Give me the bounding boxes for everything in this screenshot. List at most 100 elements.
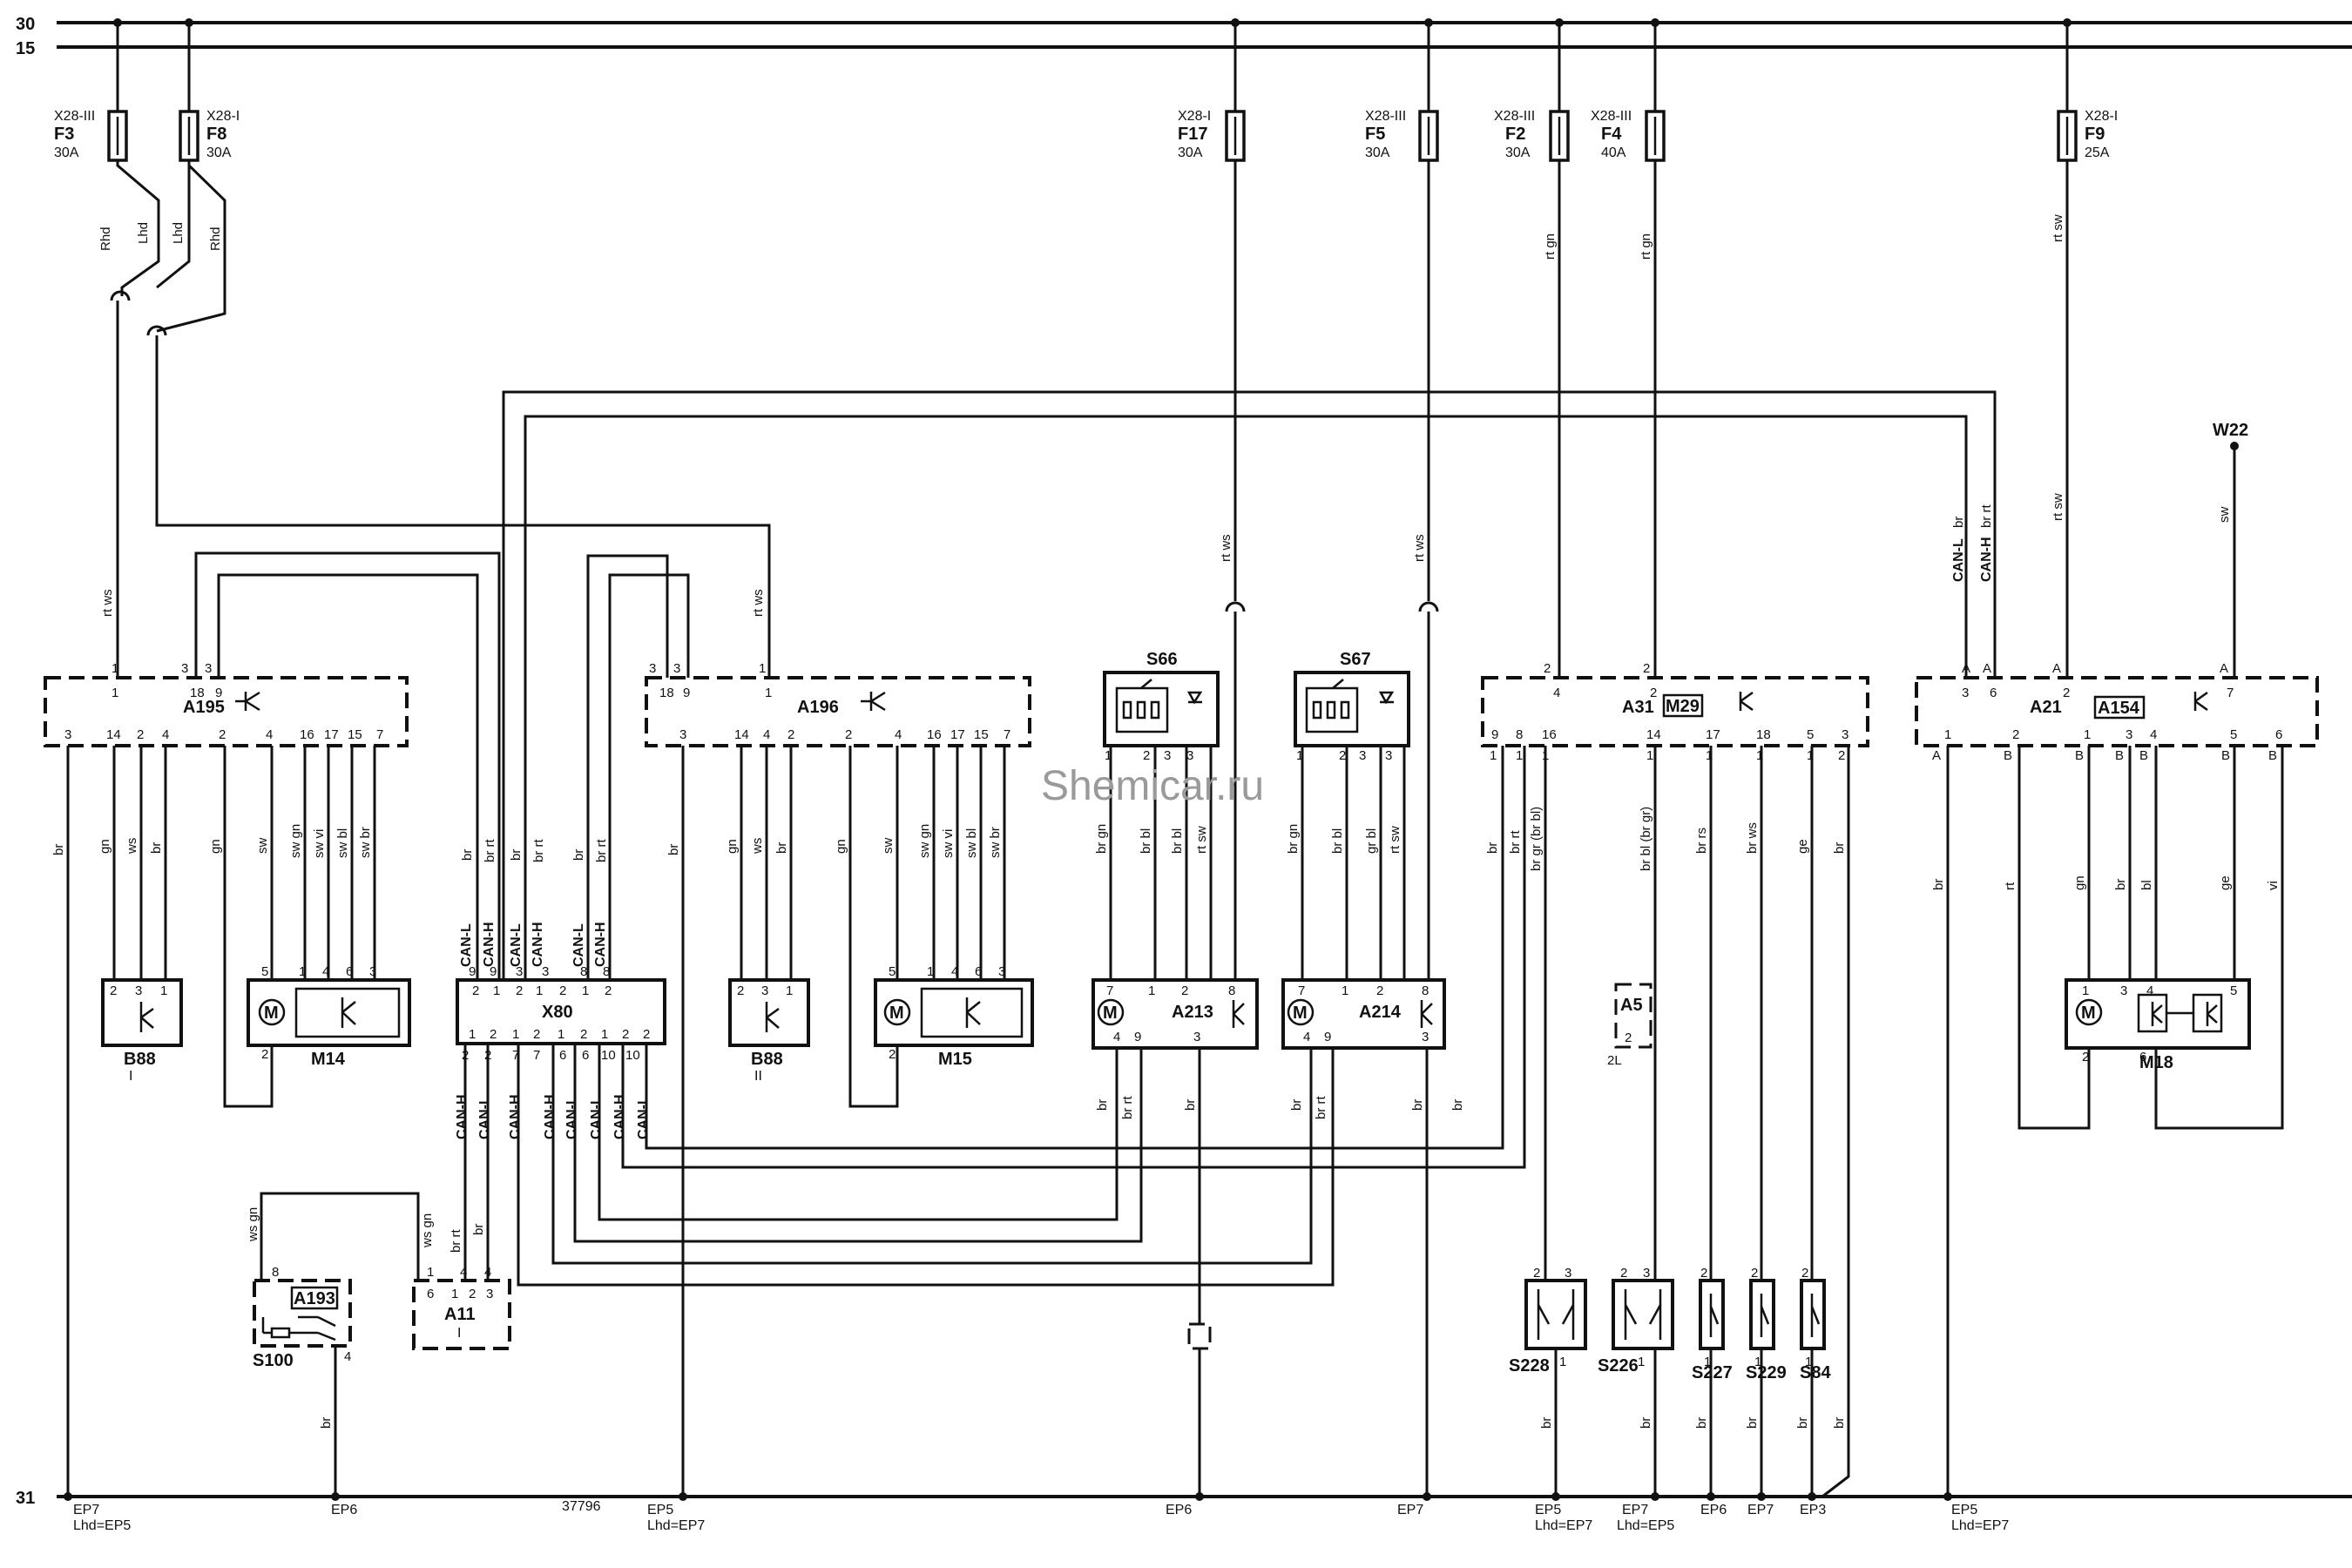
fuse-f2: X28-III F2 30A — [1494, 18, 1570, 162]
svg-text:2: 2 — [605, 983, 612, 998]
svg-text:2: 2 — [845, 727, 852, 742]
x80-wl-4: br rt — [531, 839, 546, 863]
svg-text:6: 6 — [559, 1048, 566, 1063]
svg-text:1: 1 — [1706, 748, 1713, 763]
svg-text:10: 10 — [625, 1048, 640, 1063]
wl-a196-br: br — [666, 844, 681, 855]
svg-text:M: M — [1293, 1004, 1308, 1023]
svg-text:1: 1 — [1646, 748, 1653, 763]
wl-s226-br: br — [1639, 1417, 1653, 1429]
label-a214: A214 — [1359, 1003, 1402, 1022]
svg-text:B: B — [2139, 748, 2148, 763]
label-m18: M18 — [2139, 1053, 2173, 1072]
x80-out-canl-2: CAN-L — [564, 1096, 579, 1139]
wl-s100-br: br — [319, 1417, 334, 1429]
wl-a196-gn2: gn — [834, 839, 848, 854]
x80-out-canl-1: CAN-L — [477, 1096, 492, 1139]
svg-text:6: 6 — [346, 964, 353, 979]
wl-s66-brgn: br gn — [1094, 824, 1109, 854]
ground-label-4: EP6 — [1166, 1503, 1192, 1517]
wl-a31-ge: ge — [1795, 839, 1810, 854]
connector-x80: CAN-L CAN-H CAN-L CAN-H CAN-L CAN-H br b… — [456, 839, 666, 1063]
x80-out-canh-2: CAN-H — [508, 1094, 523, 1139]
transistor-icon — [861, 691, 886, 712]
wl-a31-brrs: br rs — [1694, 828, 1709, 854]
svg-text:2: 2 — [643, 1027, 650, 1042]
ground-points: EP7 Lhd=EP5 EP6 37796 EP5 Lhd=EP7 EP6 EP… — [64, 1492, 2009, 1533]
svg-text:1: 1 — [512, 1027, 519, 1042]
fuses: X28-III F3 30A X28-I F8 30A X28-I F17 30… — [54, 18, 2118, 162]
wl-a31-brgr: br gr (br bl) — [1529, 807, 1544, 871]
fuse-f3-loc: X28-III — [54, 109, 95, 124]
svg-text:1: 1 — [1807, 748, 1814, 763]
wl-a21-bl: bl — [2139, 880, 2154, 890]
fuse-f5: X28-III F5 30A — [1365, 18, 1439, 162]
svg-text:18: 18 — [190, 686, 205, 700]
fuse-f8-name: F8 — [206, 125, 226, 144]
svg-text:1: 1 — [1296, 748, 1303, 763]
x80-in-canl-2: CAN-L — [509, 923, 524, 967]
svg-text:4: 4 — [266, 727, 273, 742]
svg-text:1: 1 — [299, 964, 306, 979]
label-a21: A21 — [2030, 698, 2062, 717]
fuse-f5-rating: 30A — [1365, 145, 1390, 160]
svg-text:6: 6 — [582, 1048, 589, 1063]
svg-text:2: 2 — [137, 727, 144, 742]
svg-text:3: 3 — [1643, 1266, 1650, 1281]
power-rails: 30 15 31 — [16, 15, 2352, 1508]
wl-a196-gn: gn — [725, 839, 740, 854]
svg-text:B: B — [2268, 748, 2277, 763]
svg-text:9: 9 — [1324, 1030, 1331, 1044]
svg-text:1: 1 — [1105, 748, 1112, 763]
x80-out-canh-3: CAN-H — [543, 1094, 558, 1139]
wl-a196-ws: ws — [750, 838, 765, 855]
fuse-f5-loc: X28-III — [1365, 109, 1406, 124]
x80-in-canh-2: CAN-H — [531, 922, 545, 967]
svg-text:3: 3 — [486, 1287, 493, 1301]
label-s226: S226 — [1598, 1356, 1639, 1375]
svg-text:14: 14 — [1646, 727, 1661, 742]
svg-text:1: 1 — [1490, 748, 1497, 763]
label-a213: A213 — [1172, 1003, 1213, 1022]
x80-wl-3: br — [509, 849, 524, 861]
svg-text:3: 3 — [998, 964, 1005, 979]
svg-text:17: 17 — [1706, 727, 1720, 742]
svg-text:1: 1 — [536, 983, 543, 998]
svg-text:5: 5 — [889, 964, 896, 979]
svg-text:1: 1 — [1342, 983, 1348, 998]
wire-label-rtws-a196: rt ws — [751, 589, 766, 617]
svg-text:3: 3 — [649, 661, 656, 676]
svg-text:3: 3 — [1385, 748, 1392, 763]
wl-a195-ws: ws — [125, 838, 139, 855]
wl-s66-brbl: br bl — [1139, 828, 1153, 854]
wiring-s66-a213: br gn br bl br bl rt sw — [1094, 746, 1213, 980]
svg-text:2: 2 — [1801, 1266, 1808, 1281]
label-s229: S229 — [1746, 1363, 1787, 1382]
svg-text:1: 1 — [469, 1027, 476, 1042]
fuse-f4-loc: X28-III — [1591, 109, 1632, 124]
fuse-f8: X28-I F8 30A — [179, 18, 240, 162]
svg-text:4: 4 — [763, 727, 770, 742]
svg-text:8: 8 — [1228, 983, 1235, 998]
fuse-f2-loc: X28-III — [1494, 109, 1535, 124]
svg-text:4: 4 — [2150, 727, 2157, 742]
wiring-a31-out: br br rt br gr (br bl) br bl (br gr) br … — [1485, 746, 1850, 1498]
wl-s227-br: br — [1694, 1417, 1709, 1429]
label-a11-sub: I — [457, 1326, 461, 1341]
svg-text:1: 1 — [451, 1287, 458, 1301]
svg-text:3: 3 — [516, 964, 523, 979]
svg-text:9: 9 — [490, 964, 497, 979]
svg-text:6: 6 — [2139, 1050, 2146, 1064]
label-b88-ii: B88 — [751, 1050, 783, 1069]
wl-a21-gn: gn — [2072, 875, 2087, 890]
wl-a31-brws: br ws — [1745, 822, 1760, 854]
ground-label-1: EP7 — [73, 1503, 99, 1517]
svg-text:6: 6 — [427, 1287, 434, 1301]
svg-text:15: 15 — [974, 727, 989, 742]
svg-text:1: 1 — [2084, 727, 2091, 742]
wire-label-rtws-s66: rt ws — [1219, 534, 1233, 562]
wire-label-lhd: Lhd — [136, 222, 151, 244]
wl-a195-br2: br — [149, 842, 164, 854]
